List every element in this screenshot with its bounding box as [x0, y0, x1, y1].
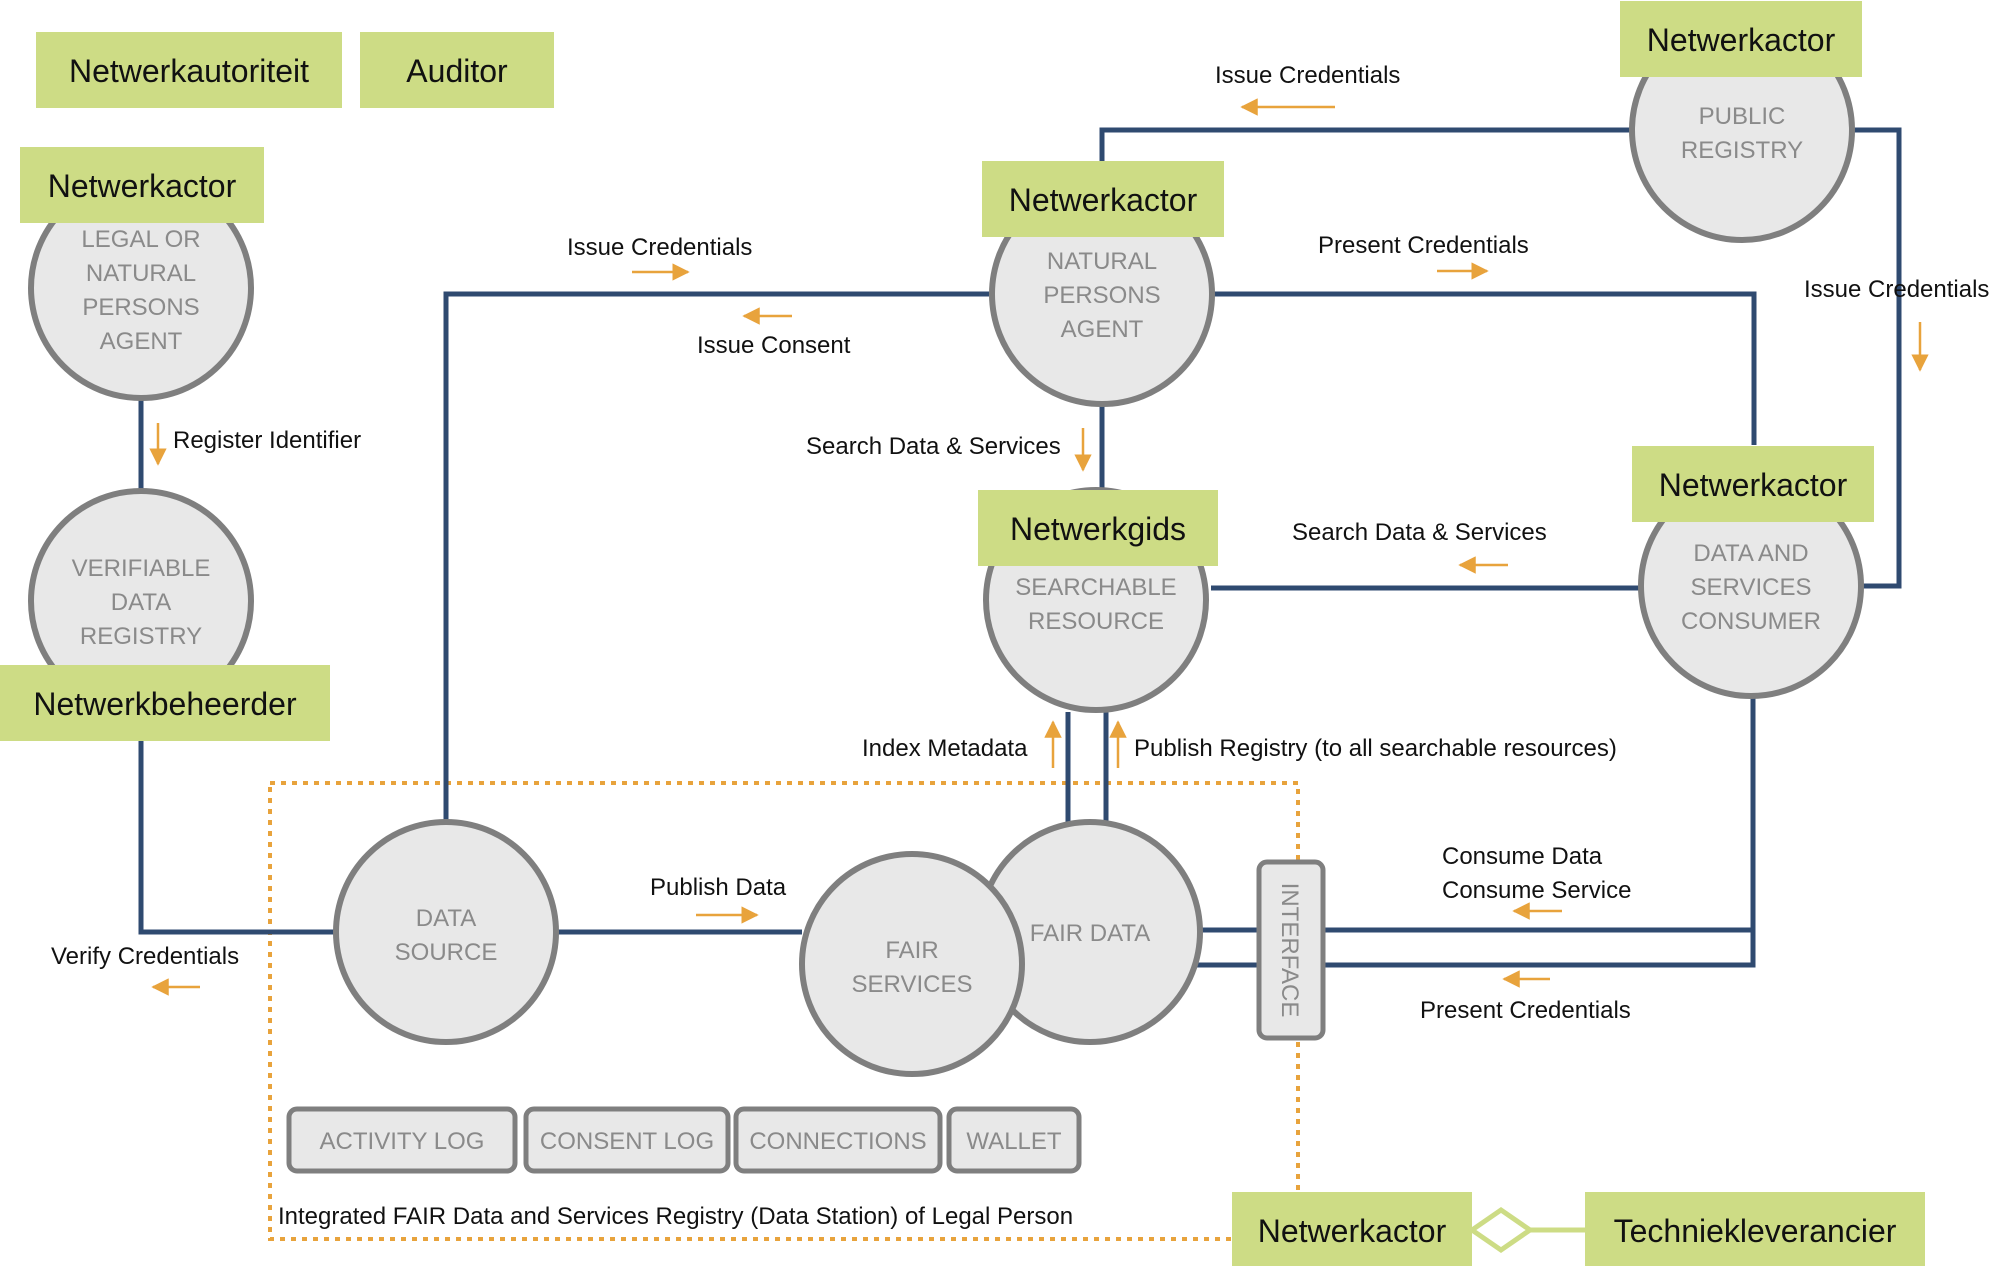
node-data-source: DATA SOURCE [333, 819, 559, 1045]
svg-text:RESOURCE: RESOURCE [1028, 608, 1164, 635]
label-issue-credentials-top: Issue Credentials [1215, 62, 1400, 89]
component-activity-log: ACTIVITY LOG [286, 1106, 518, 1174]
connector-consumer-interface-2 [1325, 930, 1756, 968]
svg-text:WALLET: WALLET [966, 1128, 1061, 1155]
label-publish-registry: Publish Registry (to all searchable reso… [1134, 735, 1617, 762]
label-verify-credentials: Verify Credentials [51, 943, 239, 970]
svg-text:CONSUMER: CONSUMER [1681, 608, 1821, 635]
aggregation-diamond-icon [1467, 1206, 1535, 1254]
svg-text:REGISTRY: REGISTRY [1681, 137, 1803, 164]
tag-netwerkgids: Netwerkgids [978, 490, 1218, 566]
svg-text:Netwerkgids: Netwerkgids [1010, 511, 1186, 547]
label-publish-data: Publish Data [650, 874, 787, 901]
label-issue-consent: Issue Consent [697, 332, 851, 359]
svg-text:CONSENT LOG: CONSENT LOG [540, 1128, 714, 1155]
label-issue-credentials-right: Issue Credentials [1804, 276, 1989, 303]
svg-text:VERIFIABLE: VERIFIABLE [72, 555, 211, 582]
svg-text:FAIR: FAIR [885, 937, 938, 964]
svg-text:SERVICES: SERVICES [852, 971, 973, 998]
connector-datasource-natural [443, 291, 989, 820]
component-consent-log: CONSENT LOG [523, 1106, 731, 1174]
tag-netwerkactor-public: Netwerkactor [1620, 1, 1862, 77]
svg-text:DATA: DATA [111, 589, 171, 616]
svg-text:REGISTRY: REGISTRY [80, 623, 202, 650]
node-data-services-consumer: DATA AND SERVICES CONSUMER [1638, 473, 1864, 699]
direction-arrows [149, 98, 1929, 996]
label-consume-service: Consume Service [1442, 877, 1631, 904]
svg-text:PUBLIC: PUBLIC [1699, 103, 1786, 130]
connectors [138, 127, 1902, 968]
node-legal-agent: LEGAL OR NATURAL PERSONS AGENT [28, 175, 254, 401]
svg-text:Netwerkactor: Netwerkactor [1659, 467, 1848, 503]
label-issue-credentials-left: Issue Credentials [567, 234, 752, 261]
svg-text:LEGAL OR: LEGAL OR [81, 226, 200, 253]
node-fair-services: FAIR SERVICES [799, 851, 1025, 1077]
svg-text:ACTIVITY LOG: ACTIVITY LOG [320, 1128, 485, 1155]
label-present-credentials-bottom: Present Credentials [1420, 997, 1631, 1024]
tag-techniekleverancier: Techniekleverancier [1585, 1192, 1925, 1266]
svg-text:Techniekleverancier: Techniekleverancier [1614, 1213, 1897, 1249]
aggregation-link [1467, 1206, 1585, 1254]
svg-text:Netwerkautoriteit: Netwerkautoriteit [69, 53, 309, 89]
tag-netwerkactor-legal: Netwerkactor [20, 147, 264, 223]
svg-text:Netwerkactor: Netwerkactor [48, 168, 237, 204]
connector-natural-consumer [1214, 291, 1757, 445]
component-connections: CONNECTIONS [733, 1106, 943, 1174]
svg-text:FAIR DATA: FAIR DATA [1030, 920, 1150, 947]
label-consume-data: Consume Data [1442, 843, 1603, 870]
svg-text:SEARCHABLE: SEARCHABLE [1015, 574, 1176, 601]
tag-auditor: Auditor [360, 32, 554, 108]
svg-text:INTERFACE: INTERFACE [1276, 883, 1303, 1018]
tag-netwerkactor-station: Netwerkactor [1232, 1192, 1472, 1266]
data-station-caption: Integrated FAIR Data and Services Regist… [278, 1203, 1073, 1230]
svg-text:Auditor: Auditor [406, 53, 508, 89]
label-search-left: Search Data & Services [806, 433, 1061, 460]
svg-text:Netwerkactor: Netwerkactor [1258, 1213, 1447, 1249]
connector-public-consumer [1853, 127, 1902, 589]
label-index-metadata: Index Metadata [862, 735, 1028, 762]
tag-netwerkautoriteit: Netwerkautoriteit [36, 32, 342, 108]
interface-box: INTERFACE [1256, 859, 1326, 1041]
svg-text:NATURAL: NATURAL [86, 260, 196, 287]
tag-netwerkbeheerder: Netwerkbeheerder [0, 665, 330, 741]
svg-text:PERSONS: PERSONS [1043, 282, 1160, 309]
svg-text:Netwerkactor: Netwerkactor [1009, 182, 1198, 218]
svg-text:DATA: DATA [416, 905, 476, 932]
label-register-identifier: Register Identifier [173, 427, 361, 454]
label-search-right: Search Data & Services [1292, 519, 1547, 546]
svg-text:SOURCE: SOURCE [395, 939, 498, 966]
svg-text:DATA AND: DATA AND [1693, 540, 1808, 567]
svg-text:Netwerkactor: Netwerkactor [1647, 22, 1836, 58]
tag-netwerkactor-consumer: Netwerkactor [1632, 446, 1874, 522]
svg-text:AGENT: AGENT [100, 328, 183, 355]
svg-text:Netwerkbeheerder: Netwerkbeheerder [33, 686, 297, 722]
component-wallet: WALLET [946, 1106, 1082, 1174]
label-present-credentials-top: Present Credentials [1318, 232, 1529, 259]
svg-text:CONNECTIONS: CONNECTIONS [749, 1128, 926, 1155]
tag-netwerkactor-natural: Netwerkactor [982, 161, 1224, 237]
svg-text:AGENT: AGENT [1061, 316, 1144, 343]
svg-text:NATURAL: NATURAL [1047, 248, 1157, 275]
svg-text:PERSONS: PERSONS [82, 294, 199, 321]
connector-vdr-datasource [138, 738, 334, 935]
svg-text:SERVICES: SERVICES [1691, 574, 1812, 601]
